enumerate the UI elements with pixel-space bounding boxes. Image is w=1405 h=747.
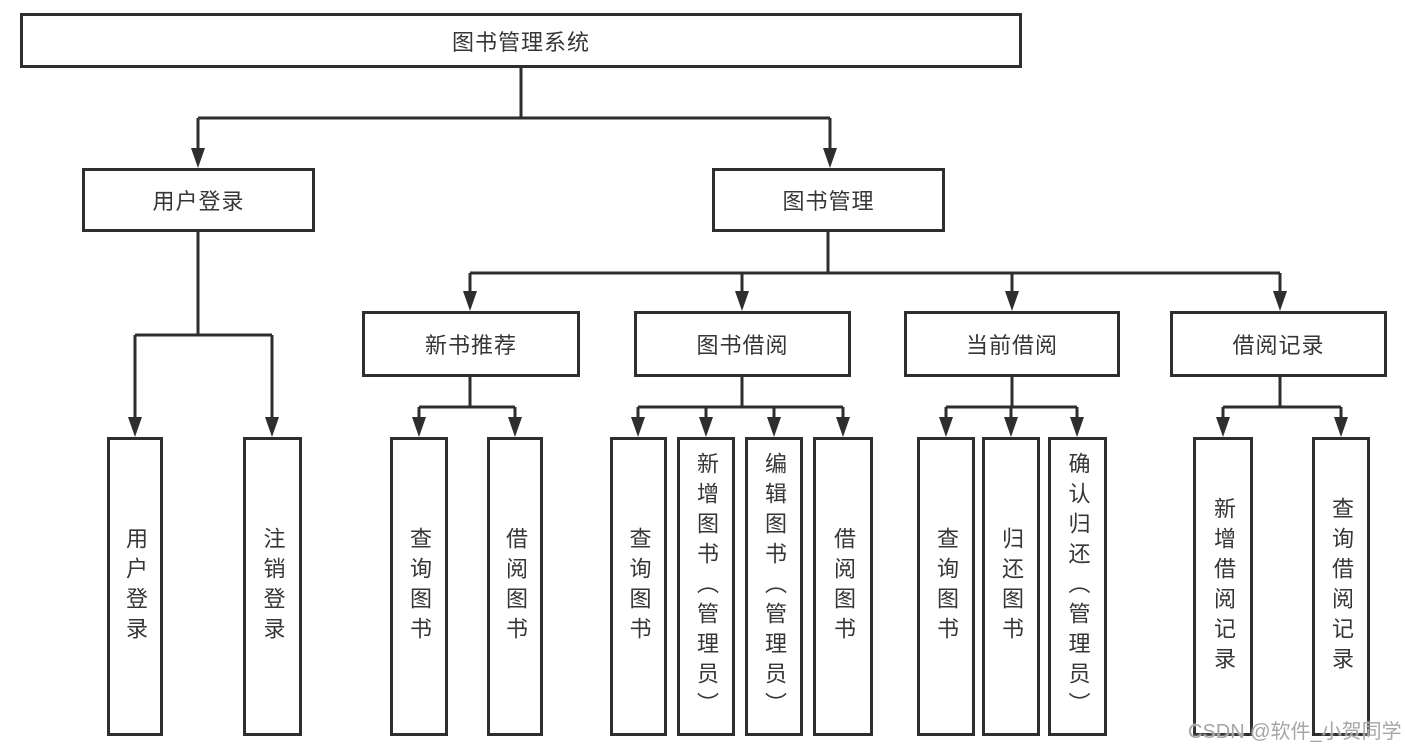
leaf-borrow-borrow-books: 借阅图书 (813, 437, 873, 736)
leaf-return-books-label: 归还图书 (999, 526, 1024, 647)
node-borrow-records-label: 借阅记录 (1232, 333, 1325, 358)
leaf-confirm-return-admin: 确认归还（管理员） (1048, 437, 1107, 736)
leaf-borrow-query-books-label: 查询图书 (626, 526, 652, 647)
node-book-management-label: 图书管理 (782, 189, 875, 214)
node-root-system-label: 图书管理系统 (451, 29, 590, 55)
leaf-add-books-admin: 新增图书（管理员） (677, 437, 735, 736)
leaf-newbooks-query-books: 查询图书 (390, 437, 448, 736)
node-user-login: 用户登录 (82, 168, 315, 232)
node-new-book-recommend: 新书推荐 (362, 311, 580, 377)
node-current-borrow: 当前借阅 (904, 311, 1120, 377)
leaf-query-borrow-record-label: 查询借阅记录 (1329, 496, 1354, 677)
node-borrow-records: 借阅记录 (1170, 311, 1387, 377)
node-book-borrow: 图书借阅 (634, 311, 851, 377)
node-user-login-label: 用户登录 (152, 189, 245, 214)
leaf-return-books: 归还图书 (982, 437, 1040, 736)
leaf-edit-books-admin-label: 编辑图书（管理员） (762, 451, 787, 722)
leaf-add-books-admin-label: 新增图书（管理员） (694, 451, 719, 722)
csdn-watermark: CSDN @软件_小贺同学 (1188, 721, 1402, 743)
leaf-logout: 注销登录 (243, 437, 302, 736)
leaf-logout-label: 注销登录 (260, 526, 286, 647)
leaf-add-borrow-record: 新增借阅记录 (1193, 437, 1253, 736)
leaf-newbooks-query-books-label: 查询图书 (407, 526, 432, 647)
leaf-borrow-query-books: 查询图书 (610, 437, 667, 736)
leaf-query-borrow-record: 查询借阅记录 (1312, 437, 1370, 736)
leaf-current-query-books: 查询图书 (917, 437, 975, 736)
node-new-book-recommend-label: 新书推荐 (424, 333, 517, 358)
leaf-user-login-label: 用户登录 (123, 526, 148, 647)
leaf-borrow-borrow-books-label: 借阅图书 (831, 526, 856, 647)
leaf-newbooks-borrow-books: 借阅图书 (487, 437, 543, 736)
leaf-newbooks-borrow-books-label: 借阅图书 (503, 526, 528, 647)
leaf-user-login: 用户登录 (107, 437, 163, 736)
leaf-confirm-return-admin-label: 确认归还（管理员） (1065, 451, 1091, 722)
node-root-system: 图书管理系统 (20, 13, 1022, 68)
leaf-add-borrow-record-label: 新增借阅记录 (1211, 496, 1236, 677)
leaf-current-query-books-label: 查询图书 (934, 526, 959, 647)
node-current-borrow-label: 当前借阅 (965, 333, 1058, 358)
leaf-edit-books-admin: 编辑图书（管理员） (745, 437, 803, 736)
node-book-management: 图书管理 (712, 168, 945, 232)
node-book-borrow-label: 图书借阅 (696, 333, 789, 358)
